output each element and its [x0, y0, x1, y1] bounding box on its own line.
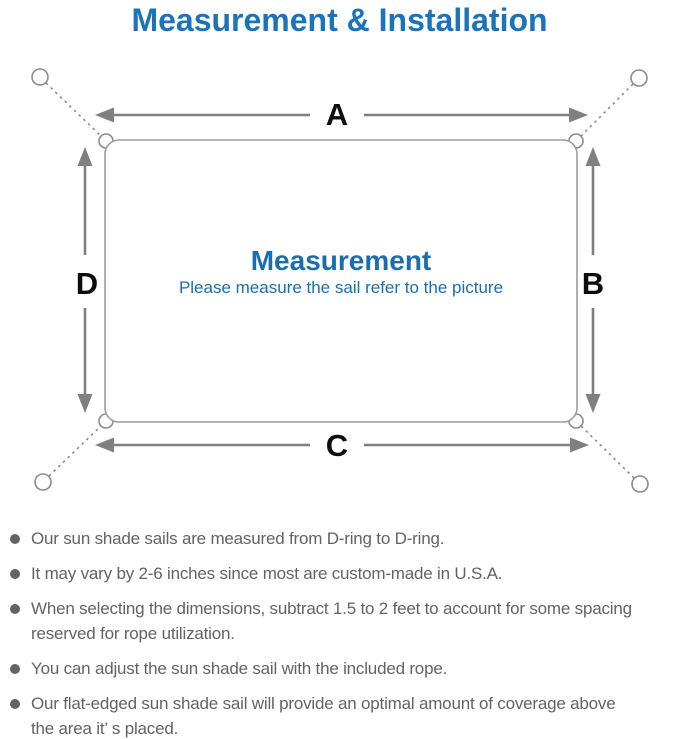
dim-label-d: D — [76, 266, 98, 301]
note-text: Our sun shade sails are measured from D-… — [31, 529, 445, 548]
note-item: It may vary by 2-6 inches since most are… — [9, 561, 671, 586]
note-text: Our flat-edged sun shade sail will provi… — [31, 694, 616, 738]
diagram-canvas: A C D B Measurement Please measure the s… — [31, 68, 649, 493]
note-item: You can adjust the sun shade sail with t… — [9, 656, 671, 681]
diagram-center-subtitle: Please measure the sail refer to the pic… — [179, 278, 503, 297]
dim-label-c: C — [326, 428, 348, 463]
note-text: It may vary by 2-6 inches since most are… — [31, 564, 503, 583]
anchor-point-top-right — [630, 69, 648, 87]
notes-list: Our sun shade sails are measured from D-… — [9, 526, 671, 739]
dim-label-b: B — [582, 266, 604, 301]
bullet-dot — [10, 534, 20, 544]
anchor-point-bottom-left — [34, 473, 52, 491]
bullet-dot — [10, 664, 20, 674]
arrowhead-c-right — [570, 437, 589, 453]
bullet-dot — [10, 699, 20, 709]
rope-dashed-bottom-left — [48, 423, 104, 477]
note-item: Our flat-edged sun shade sail will provi… — [9, 691, 671, 739]
arrowhead-a-left — [95, 107, 114, 123]
bullet-dot — [10, 569, 20, 579]
arrowhead-d-top — [77, 147, 93, 166]
note-item: When selecting the dimensions, subtract … — [9, 596, 671, 646]
anchor-point-top-left — [31, 68, 49, 86]
sail-outline — [104, 139, 578, 423]
arrowhead-b-bottom — [585, 394, 601, 413]
arrowhead-b-top — [585, 147, 601, 166]
note-text: When selecting the dimensions, subtract … — [31, 599, 632, 643]
sail-measurement-diagram: A C D B Measurement Please measure the s… — [0, 55, 679, 520]
arrowhead-c-left — [95, 437, 114, 453]
diagram-center-title: Measurement — [251, 245, 432, 276]
note-item: Our sun shade sails are measured from D-… — [9, 526, 671, 551]
dim-label-a: A — [326, 97, 348, 132]
bullet-dot — [10, 604, 20, 614]
note-text: You can adjust the sun shade sail with t… — [31, 659, 448, 678]
arrowhead-d-bottom — [77, 394, 93, 413]
rope-dashed-top-left — [45, 82, 104, 139]
arrowhead-a-right — [569, 107, 588, 123]
rope-dashed-bottom-right — [578, 423, 635, 479]
anchor-point-bottom-right — [631, 475, 649, 493]
page-title: Measurement & Installation — [131, 2, 548, 38]
rope-dashed-top-right — [578, 83, 634, 139]
